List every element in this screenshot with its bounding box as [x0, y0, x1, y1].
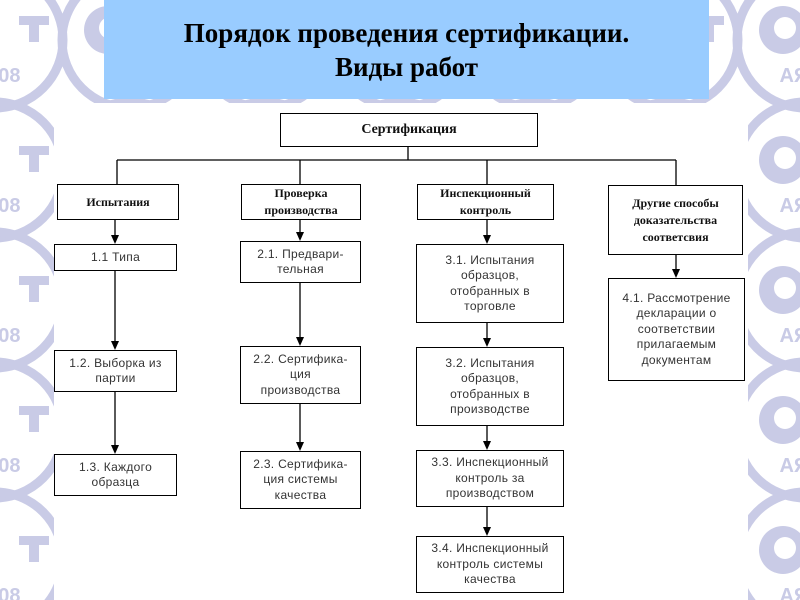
step-box-3-3: 3.3. Инспекционный контроль за производс… [416, 450, 564, 507]
step-line: контроль системы [436, 556, 544, 571]
step-line: прилагаемым [636, 337, 717, 352]
title-banner: Порядок проведения сертификации. Виды ра… [104, 0, 709, 99]
watermark-code: АЯ08 [0, 325, 21, 347]
step-box-3-4: 3.4. Инспекционный контроль системы каче… [416, 536, 564, 593]
watermark-t-stem [29, 16, 39, 42]
header-line: Инспекционный [440, 186, 531, 200]
step-line: 3.3. Инспекционный [431, 455, 549, 470]
arrow-3-2-to-3-3-head [483, 441, 491, 450]
watermark-code: АЯ08 [0, 455, 21, 477]
arrow-3-3-to-3-4-head [483, 527, 491, 536]
step-line: 2.1. Предвари- [257, 246, 344, 261]
watermark-t-stem [29, 276, 39, 302]
title-line-2: Виды работ [334, 51, 479, 82]
header-line: соответсвия [642, 229, 709, 244]
step-line: 1.2. Выборка из [69, 355, 162, 370]
header-box-inspection-control: Инспекционный контроль [417, 184, 554, 220]
step-line: качества [464, 572, 516, 587]
step-line: соответствии [637, 321, 716, 336]
header-line: производства [264, 203, 338, 217]
step-line: образцов, [460, 371, 520, 385]
watermark-t-stem [704, 16, 714, 42]
step-line: 1.1 Типа [90, 249, 141, 264]
step-line: партии [95, 371, 136, 385]
watermark-code: АЯ08 [779, 325, 800, 347]
header-box-other-methods: Другие способы доказательства соответсви… [608, 185, 743, 255]
arrow-3-1-to-3-2-head [483, 338, 491, 347]
step-line: документам [641, 352, 712, 367]
title-line-1: Порядок проведения сертификации. [183, 17, 630, 48]
step-line: производстве [450, 402, 530, 416]
watermark-code: АЯ08 [0, 585, 21, 600]
header-line: доказательства [633, 212, 718, 227]
header-line: контроль [459, 203, 512, 217]
header-line: Проверка [274, 186, 328, 200]
step-line: 2.3. Сертифика- [253, 456, 348, 471]
step-line: 2.2. Сертифика- [253, 351, 348, 366]
watermark-p-hole [774, 537, 796, 559]
watermark-p-hole [774, 277, 796, 299]
header-line: Другие способы [632, 195, 719, 210]
arrow-3-header-to-3-1-head [483, 235, 491, 244]
arrow-2-1-to-2-2-head [296, 337, 304, 346]
header-box-production-check: Проверка производства [241, 184, 361, 220]
watermark-code: АЯ08 [0, 195, 21, 217]
watermark-p-hole [774, 17, 796, 39]
step-line: 1.3. Каждого [78, 459, 153, 474]
step-line: отобранных в [450, 386, 530, 401]
step-line: ция [290, 367, 311, 382]
header-box-testing: Испытания [57, 184, 179, 220]
step-box-1-3: 1.3. Каждого образца [54, 454, 177, 496]
watermark-t-stem [29, 536, 39, 562]
watermark-ring [732, 0, 800, 113]
step-line: ция системы [263, 472, 338, 487]
step-line: 3.4. Инспекционный [431, 541, 549, 556]
root-label: Сертификация [361, 122, 457, 137]
arrow-4-header-to-4-1-head [672, 269, 680, 278]
watermark-t-stem [29, 406, 39, 432]
step-line: производства [260, 382, 341, 397]
arrow-1-1-to-1-2-head [111, 341, 119, 350]
step-line: отобранных в [450, 283, 530, 298]
step-box-2-2: 2.2. Сертифика- ция производства [240, 346, 361, 404]
step-line: контроль за [455, 470, 525, 485]
watermark-code: АЯ08 [779, 65, 800, 87]
header-line: Испытания [86, 194, 150, 209]
step-box-2-1: 2.1. Предвари- тельная [240, 241, 361, 283]
watermark-p-hole [774, 147, 796, 169]
step-box-1-2: 1.2. Выборка из партии [54, 350, 177, 392]
step-box-1-1: 1.1 Типа [54, 244, 177, 271]
arrow-1-header-to-1-1-head [111, 235, 119, 244]
watermark-t-stem [29, 146, 39, 172]
root-box-certification: Сертификация [280, 113, 538, 147]
step-line: тельная [277, 262, 324, 276]
step-box-3-1: 3.1. Испытания образцов, отобранных в то… [416, 244, 564, 323]
step-line: производством [445, 486, 535, 501]
step-line: образца [91, 475, 140, 489]
watermark-code: АЯ08 [779, 455, 800, 477]
arrow-1-2-to-1-3-head [111, 445, 119, 454]
arrow-2-2-to-2-3-head [296, 442, 304, 451]
watermark-p-hole [774, 407, 796, 429]
step-line: образцов, [460, 268, 520, 282]
step-line: 4.1. Рассмотрение [622, 290, 731, 305]
watermark-code: АЯ08 [779, 195, 800, 217]
step-box-4-1: 4.1. Рассмотрение декларации о соответст… [608, 278, 745, 381]
step-line: торговле [464, 299, 516, 313]
watermark-code: АЯ08 [779, 585, 800, 600]
step-line: декларации о [636, 306, 717, 321]
step-box-3-2: 3.2. Испытания образцов, отобранных в пр… [416, 347, 564, 426]
arrow-2-header-to-2-1-head [296, 232, 304, 241]
step-line: 3.2. Испытания [445, 355, 535, 370]
step-line: качества [274, 487, 327, 502]
step-box-2-3: 2.3. Сертифика- ция системы качества [240, 451, 361, 509]
step-line: 3.1. Испытания [445, 252, 535, 267]
watermark-code: АЯ08 [0, 65, 21, 87]
